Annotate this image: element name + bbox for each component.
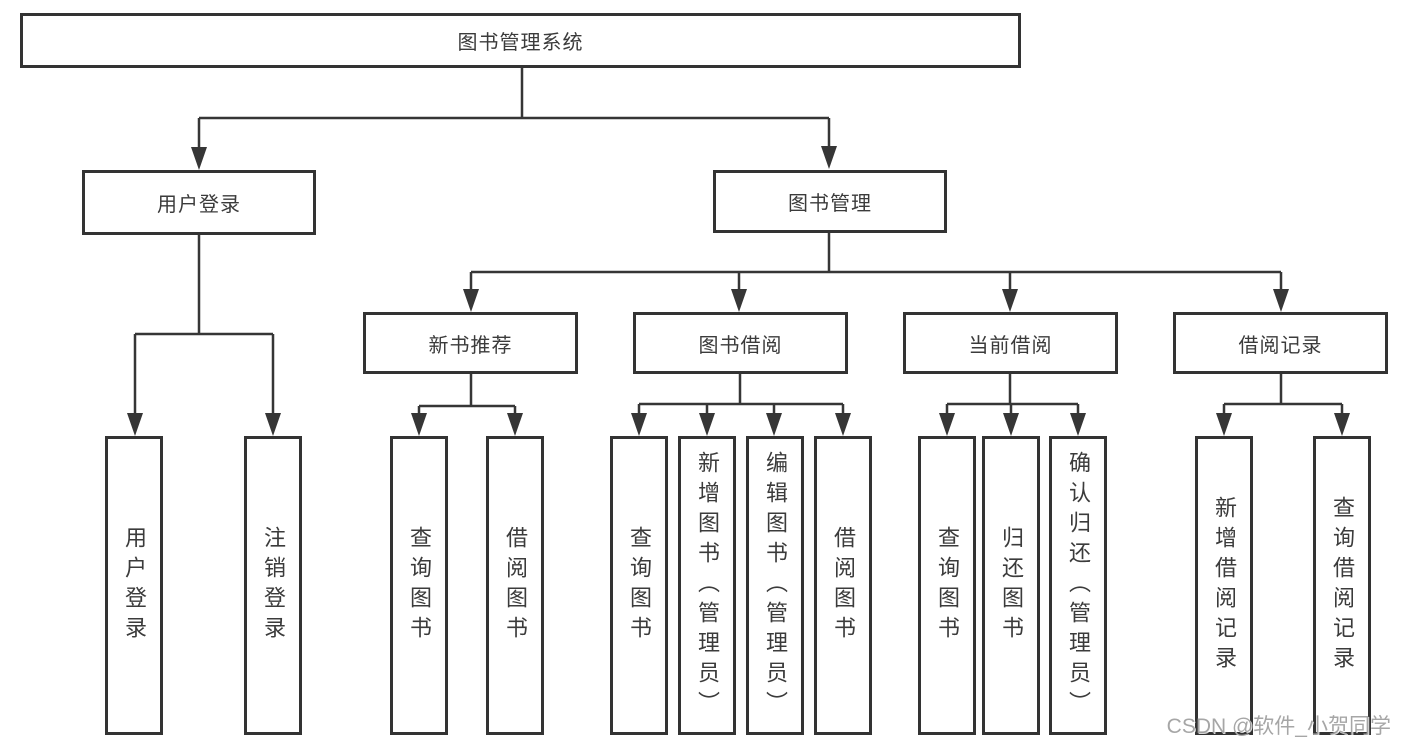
node-leaf-query-books-recommend: 查询图书 (390, 436, 448, 735)
node-leaf-add-book-admin-label: 新增图书（管理员） (695, 450, 720, 721)
node-leaf-add-borrow-record: 新增借阅记录 (1195, 436, 1253, 735)
node-root-label: 图书管理系统 (457, 32, 584, 54)
node-leaf-borrow-books-recommend: 借阅图书 (486, 436, 544, 735)
node-user-login-label: 用户登录 (157, 194, 241, 216)
node-current-borrow-label: 当前借阅 (968, 334, 1053, 357)
node-new-book-recommend: 新书推荐 (363, 312, 578, 374)
node-leaf-edit-book-admin: 编辑图书（管理员） (746, 436, 804, 735)
node-leaf-user-login-label: 用户登录 (122, 525, 147, 646)
node-leaf-add-borrow-record-label: 新增借阅记录 (1212, 495, 1237, 676)
node-leaf-query-books-recommend-label: 查询图书 (407, 525, 432, 646)
node-leaf-query-borrow-record-label: 查询借阅记录 (1330, 495, 1355, 676)
node-borrow-records-label: 借阅记录 (1238, 334, 1323, 357)
node-leaf-query-books-borrow: 查询图书 (610, 436, 668, 735)
node-leaf-query-books-current: 查询图书 (918, 436, 976, 735)
node-leaf-return-books-label: 归还图书 (999, 525, 1024, 646)
node-borrow-records: 借阅记录 (1173, 312, 1388, 374)
node-leaf-user-login: 用户登录 (105, 436, 163, 735)
node-leaf-logout-label: 注销登录 (261, 525, 286, 646)
node-leaf-confirm-return-admin-label: 确认归还（管理员） (1066, 450, 1091, 721)
node-leaf-borrow-books-recommend-label: 借阅图书 (503, 525, 528, 646)
node-user-login: 用户登录 (82, 170, 316, 235)
node-current-borrow: 当前借阅 (903, 312, 1118, 374)
node-book-management-label: 图书管理 (788, 193, 872, 215)
node-leaf-edit-book-admin-label: 编辑图书（管理员） (763, 450, 788, 721)
node-book-borrow: 图书借阅 (633, 312, 848, 374)
node-book-borrow-label: 图书借阅 (698, 334, 783, 357)
node-leaf-return-books: 归还图书 (982, 436, 1040, 735)
node-root: 图书管理系统 (20, 13, 1021, 68)
node-leaf-query-borrow-record: 查询借阅记录 (1313, 436, 1371, 735)
node-leaf-confirm-return-admin: 确认归还（管理员） (1049, 436, 1107, 735)
node-leaf-query-books-borrow-label: 查询图书 (627, 525, 652, 646)
csdn-watermark: CSDN @软件_小贺同学 (1166, 715, 1391, 738)
node-leaf-borrow-books-label: 借阅图书 (831, 525, 856, 646)
node-leaf-borrow-books: 借阅图书 (814, 436, 872, 735)
node-book-management: 图书管理 (713, 170, 947, 233)
node-new-book-recommend-label: 新书推荐 (428, 334, 513, 357)
node-leaf-logout: 注销登录 (244, 436, 302, 735)
node-leaf-add-book-admin: 新增图书（管理员） (678, 436, 736, 735)
node-leaf-query-books-current-label: 查询图书 (935, 525, 960, 646)
